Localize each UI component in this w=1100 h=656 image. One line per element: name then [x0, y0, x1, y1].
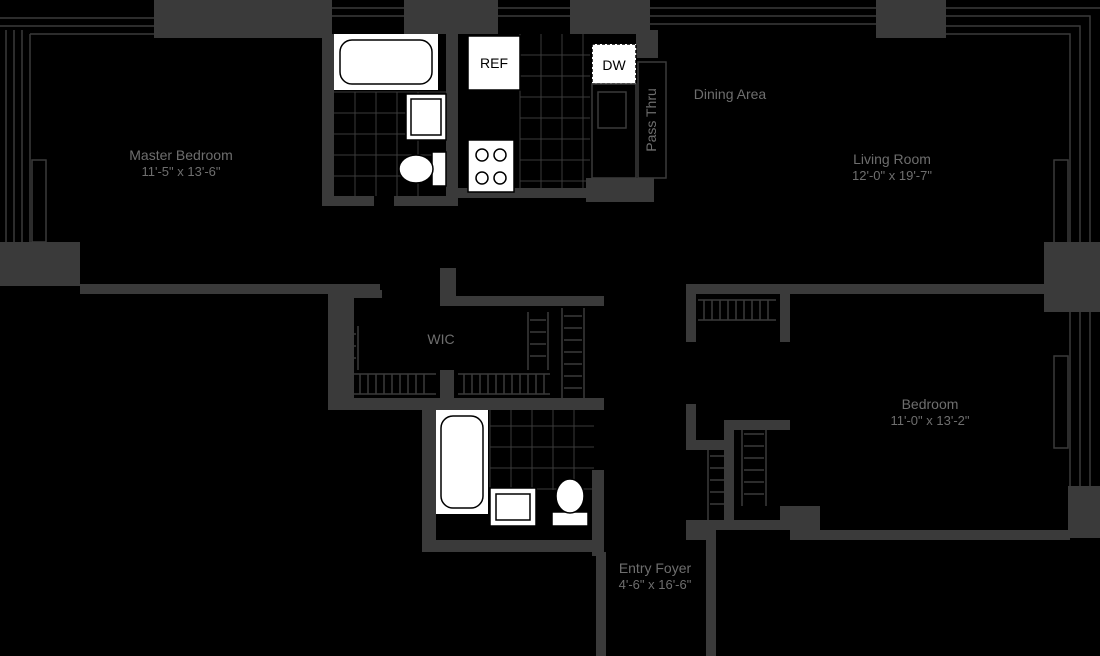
entry-foyer-name: Entry Foyer: [619, 560, 692, 576]
second-sink: [489, 487, 537, 527]
stove: [467, 139, 515, 193]
dishwasher-label: DW: [602, 57, 626, 73]
closet-shelving: [337, 299, 776, 520]
exterior-walls: [0, 0, 1100, 540]
bedroom-dims: 11'-0" x 13'-2": [891, 413, 970, 428]
refrigerator: REF: [467, 35, 521, 91]
dining-area-name: Dining Area: [694, 86, 767, 102]
master-bedroom-dims: 11'-5" x 13'-6": [142, 164, 221, 179]
tile-grids: [334, 34, 594, 490]
bedroom-name: Bedroom: [902, 396, 959, 412]
window-lines: [0, 7, 1100, 486]
refrigerator-label: REF: [480, 55, 508, 71]
living-room-name: Living Room: [853, 151, 931, 167]
wic-name: WIC: [427, 331, 454, 347]
second-bathtub: [436, 410, 488, 514]
master-bathtub: [334, 34, 438, 90]
pass-thru-label: Pass Thru: [643, 88, 659, 152]
room-labels: Master Bedroom 11'-5" x 13'-6" Living Ro…: [129, 86, 970, 592]
living-room-dims: 12'-0" x 19'-7": [852, 168, 932, 183]
master-sink: [405, 93, 447, 141]
master-toilet: [398, 151, 447, 187]
kitchen-sink: [591, 83, 637, 179]
pass-thru-counter: Pass Thru: [637, 61, 667, 179]
entry-foyer-dims: 4'-6" x 16'-6": [619, 577, 692, 592]
dishwasher: DW: [591, 43, 637, 85]
master-bedroom-name: Master Bedroom: [129, 147, 232, 163]
second-toilet: [551, 478, 589, 527]
interior-walls: [322, 30, 820, 656]
